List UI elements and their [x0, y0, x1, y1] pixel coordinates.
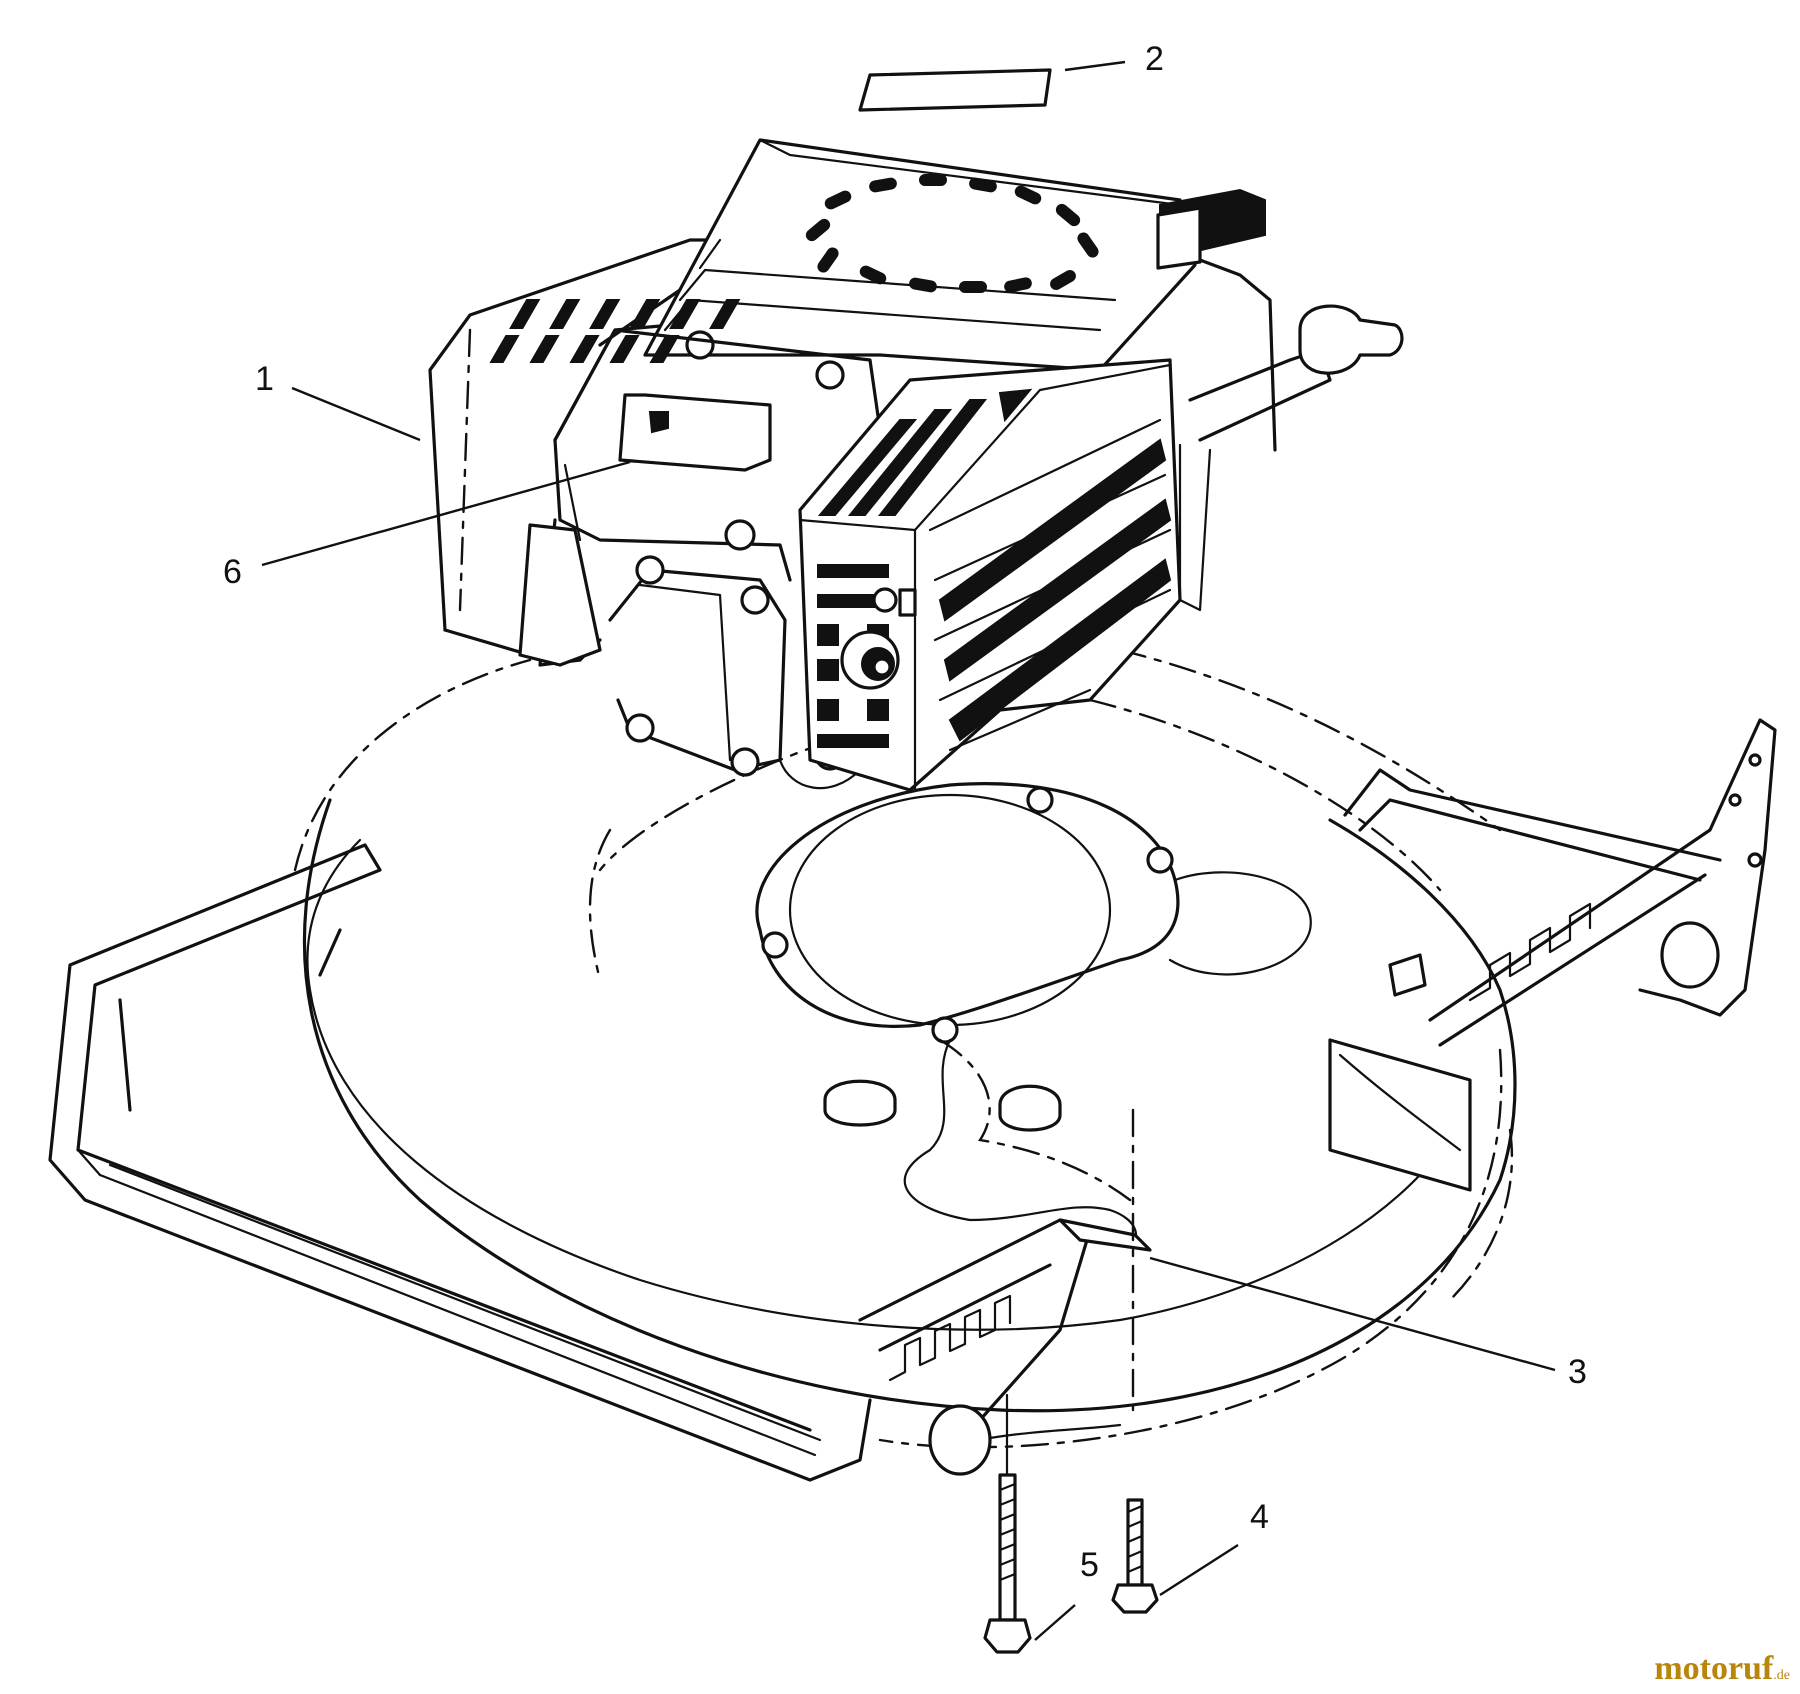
- engine-mount-ring: [755, 782, 1312, 1044]
- watermark-logo: motoruf.de: [1654, 1652, 1790, 1686]
- plug: [823, 1079, 897, 1127]
- bolt-5: [983, 1393, 1032, 1654]
- callout-3: 3: [1568, 1353, 1587, 1391]
- watermark-text: motoruf: [1654, 1650, 1774, 1687]
- decal-2: [858, 68, 1052, 112]
- bolt-4: [1111, 1498, 1159, 1614]
- engine: [428, 138, 1404, 792]
- side-opening: [1328, 1038, 1472, 1192]
- engine-label-decal: [618, 393, 772, 472]
- rear-bumper: [1343, 718, 1777, 1047]
- callout-1: 1: [255, 360, 274, 398]
- callout-4: 4: [1250, 1498, 1269, 1536]
- callout-2: 2: [1145, 40, 1164, 78]
- front-bumper: [48, 843, 1122, 1482]
- callout-6: 6: [223, 553, 242, 591]
- watermark-suffix: .de: [1773, 1668, 1790, 1683]
- leader-lines: [261, 60, 1556, 1641]
- callout-5: 5: [1080, 1546, 1099, 1584]
